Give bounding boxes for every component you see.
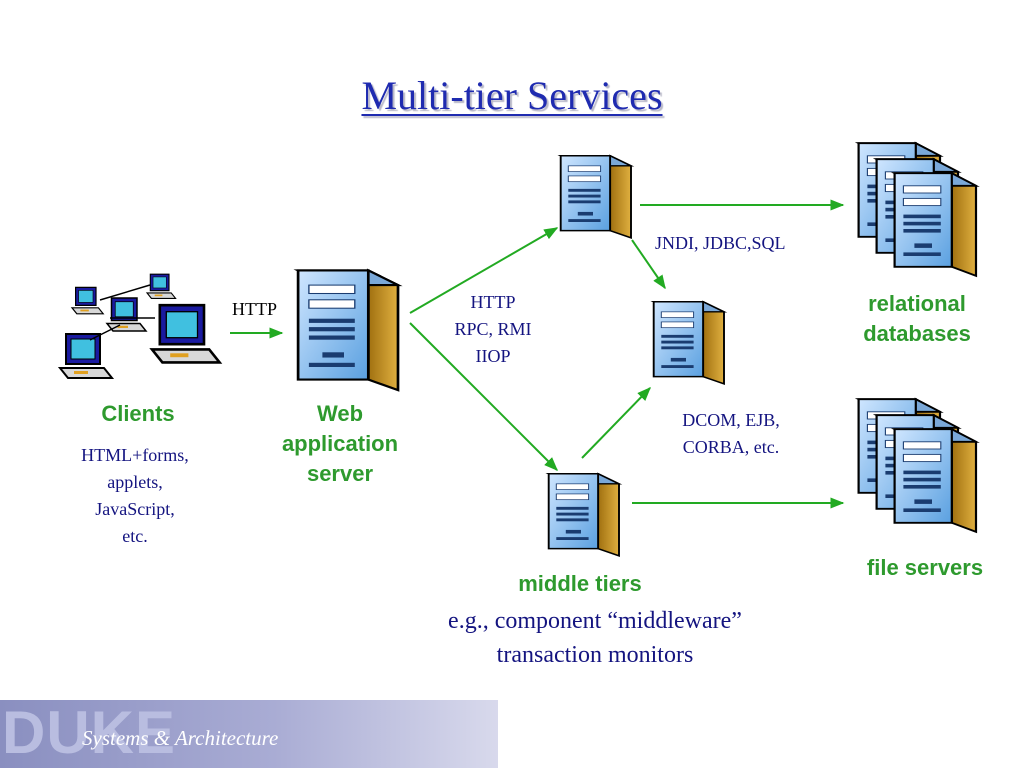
arrow-top-tier-to-center-tier xyxy=(631,239,666,290)
file-servers-label: file servers xyxy=(866,555,984,580)
database-servers-icon xyxy=(857,142,978,277)
middle-tier-server-center-icon xyxy=(652,300,725,385)
middle-tier-server-top-icon xyxy=(559,154,632,239)
dcom-protocols-label: DCOM, EJB, CORBA, etc. xyxy=(682,410,780,457)
middle-protocols-label: HTTP RPC, RMI IIOP xyxy=(454,292,532,366)
web-server-icon xyxy=(296,269,400,392)
clients-label: Clients xyxy=(101,401,175,426)
middle-tiers-label: middle tiers xyxy=(518,571,642,596)
relational-databases-label: relational databases xyxy=(863,291,971,346)
http-label: HTTP xyxy=(232,299,277,319)
slide-title: Multi-tier Services xyxy=(361,73,663,118)
duke-logo: DUKE xyxy=(2,700,177,766)
footer-caption: Systems & Architecture xyxy=(82,726,279,750)
arrow-web-to-top-tier xyxy=(409,227,559,314)
arrow-web-to-bottom-tier xyxy=(409,322,558,471)
middle-tiers-detail: e.g., component “middleware” transaction… xyxy=(448,608,742,668)
footer-banner: DUKE Systems & Architecture xyxy=(0,700,498,768)
client-computers-icon xyxy=(59,273,221,379)
web-server-label: Web application server xyxy=(281,401,399,486)
db-protocols-label: JNDI, JDBC,SQL xyxy=(655,233,786,253)
clients-detail: HTML+forms, applets, JavaScript, etc. xyxy=(81,445,189,546)
file-servers-icon xyxy=(857,398,978,533)
middle-tier-server-bottom-icon xyxy=(547,472,620,557)
arrow-bottom-tier-to-center-tier xyxy=(581,386,651,459)
